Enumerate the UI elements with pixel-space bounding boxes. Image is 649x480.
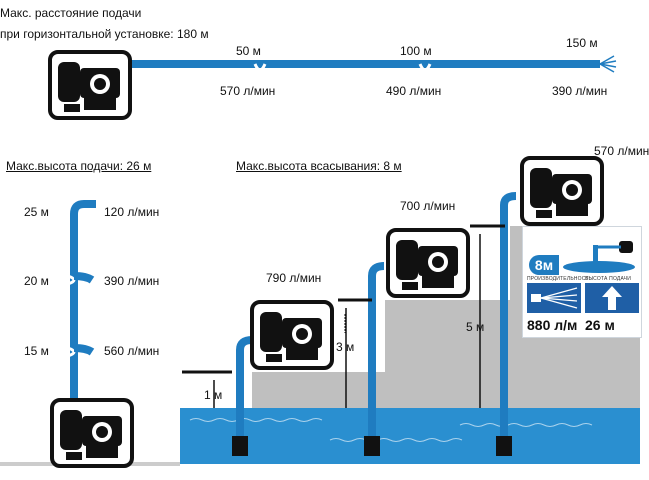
suction-depth-3: 5 м [466, 320, 485, 334]
suction-flow-1: 790 л/мин [266, 271, 322, 285]
suction-flow-2: 700 л/мин [400, 199, 456, 213]
strainer-3 [496, 436, 512, 456]
arrow-up-icon [602, 286, 622, 310]
pump-icon-step-3 [520, 156, 604, 226]
spec-badge: 8м ПРОИЗВОДИТЕЛЬНОСТЬ ВЫСОТА ПОДАЧИ 880 … [522, 226, 642, 338]
spray-icon [531, 287, 578, 309]
badge-height-tile [585, 283, 639, 313]
suction-title: Макс.высота всасывания: 8 м [236, 159, 402, 173]
pump-icon-horizontal [48, 50, 132, 120]
suction-depth-2: 3 м [336, 340, 355, 354]
suction-flow-3: 570 л/мин [594, 144, 649, 158]
horizontal-flow-3: 390 л/мин [552, 84, 608, 98]
badge-suction-depth: 8м [529, 255, 559, 275]
vertical-hose [67, 200, 96, 405]
horizontal-distance-3: 150 м [566, 36, 598, 50]
strainer-2 [364, 436, 380, 456]
water-tank [180, 408, 640, 464]
horizontal-title-line1: Макс. расстояние подачи [0, 6, 142, 20]
strainer-1 [232, 436, 248, 456]
pump-water-icon [563, 241, 635, 273]
suction-depth-1: 1 м [204, 388, 223, 402]
badge-flow-tile [527, 283, 581, 313]
depth-markers [182, 224, 505, 408]
suction-hoses [236, 192, 517, 436]
pump-icon-step-1 [250, 300, 334, 370]
pump-icon-vertical [50, 398, 134, 468]
vertical-height-1: 25 м [24, 205, 49, 219]
horizontal-distance-1: 50 м [236, 44, 261, 58]
pump-icon-step-2 [386, 228, 470, 298]
badge-flow-value: 880 л/м [527, 317, 578, 333]
horizontal-flow-1: 570 л/мин [220, 84, 276, 98]
badge-height-value: 26 м [585, 317, 615, 333]
badge-flow-caption: ПРОИЗВОДИТЕЛЬНОСТЬ [527, 276, 593, 282]
badge-height-caption: ВЫСОТА ПОДАЧИ [585, 276, 631, 282]
horizontal-flow-2: 490 л/мин [386, 84, 442, 98]
vertical-height-2: 20 м [24, 274, 49, 288]
horizontal-title-line2: при горизонтальной установке: 180 м [0, 27, 209, 41]
horizontal-distance-2: 100 м [400, 44, 432, 58]
vertical-flow-3: 560 л/мин [104, 344, 160, 358]
horizontal-hose [122, 55, 617, 73]
vertical-flow-1: 120 л/мин [104, 205, 160, 219]
vertical-height-3: 15 м [24, 344, 49, 358]
vertical-title: Макс.высота подачи: 26 м [6, 159, 152, 173]
vertical-flow-2: 390 л/мин [104, 274, 160, 288]
